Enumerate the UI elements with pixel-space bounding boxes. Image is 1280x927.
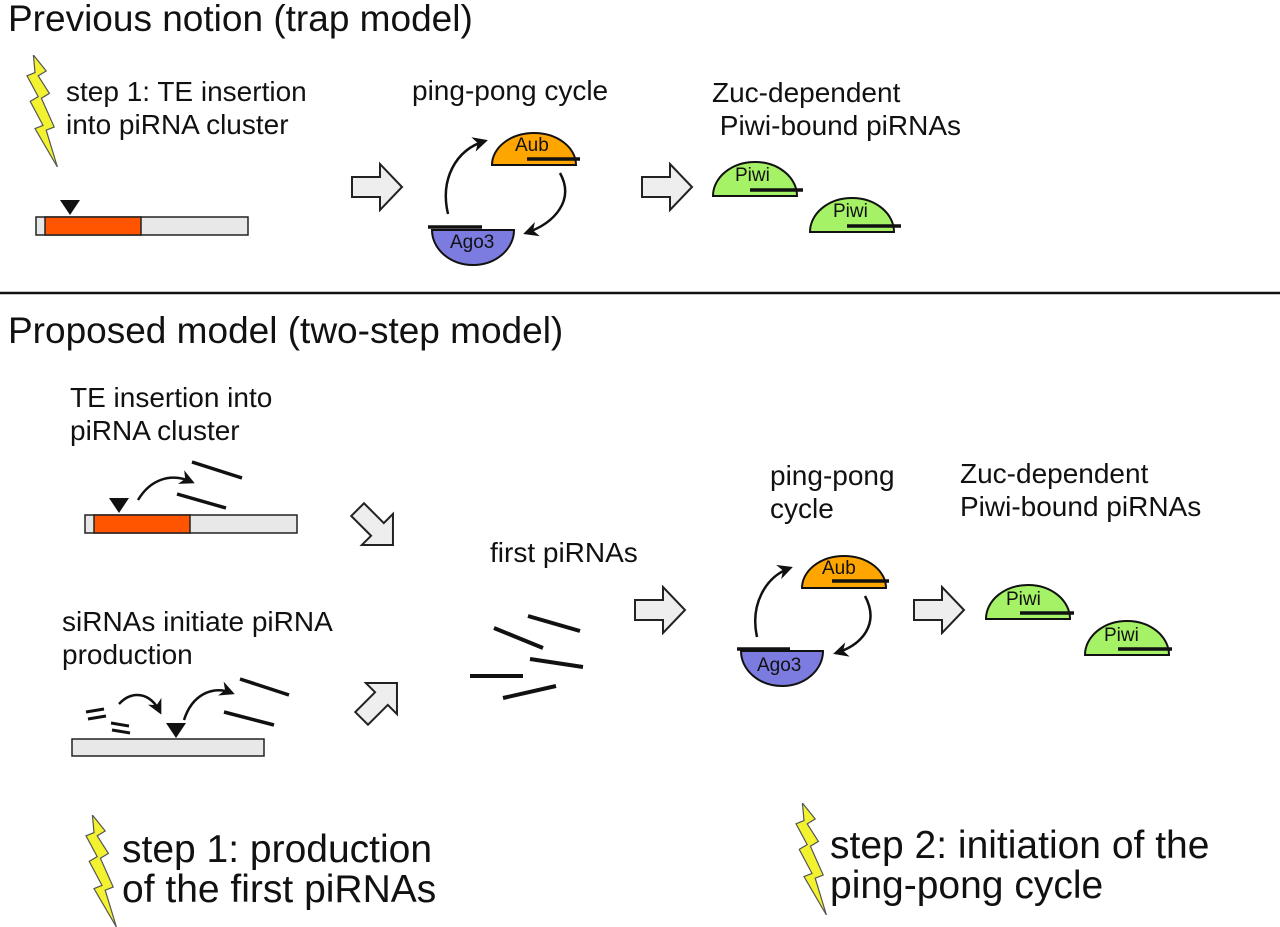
curved-arrow-icon [118, 693, 162, 715]
ago3-label: Ago3 [757, 655, 801, 676]
insertion-triangle-icon [60, 200, 80, 215]
cycle-arrow-icon [523, 172, 567, 237]
ago3-label: Ago3 [450, 232, 494, 253]
insertion-triangle-icon [166, 723, 186, 738]
aub-protein [490, 132, 580, 166]
ago3-protein [428, 225, 516, 266]
step1-label: step 1: production of the first piRNAs [122, 828, 437, 911]
first-pirnas-label: first piRNAs [490, 537, 638, 568]
curved-arrow-icon [182, 681, 235, 721]
pingpong-cycle-label: ping-pong cycle [770, 460, 895, 524]
lightning-bolt-icon [26, 55, 59, 167]
aub-label: Aub [822, 558, 856, 579]
ago3-protein [737, 647, 825, 687]
pirna-strand [191, 460, 243, 480]
piwi-label: Piwi [1104, 625, 1139, 646]
piwi-protein [808, 197, 901, 233]
zuc-dependent-label: Zuc-dependent Piwi-bound piRNAs [712, 77, 961, 141]
sirna-initiate-label: siRNAs initiate piRNA production [62, 606, 333, 670]
pingpong-cycle-label: ping-pong cycle [412, 75, 609, 106]
aub-protein [800, 555, 889, 589]
te-insertion-label: TE insertion into piRNA cluster [70, 382, 273, 446]
aub-label: Aub [515, 135, 549, 156]
insertion-triangle-icon [109, 498, 129, 513]
proposed-model-title: Proposed model (two-step model) [8, 310, 564, 351]
cycle-arrow-icon [754, 565, 793, 638]
block-arrow-icon [634, 586, 686, 634]
step1-trap-label: step 1: TE insertion into piRNA cluster [66, 76, 307, 140]
piwi-protein [984, 584, 1074, 620]
cycle-arrow-icon [444, 137, 488, 215]
zuc-dependent-label: Zuc-dependent Piwi-bound piRNAs [960, 458, 1202, 522]
sirna-strand [110, 721, 130, 728]
pirna-strand [223, 710, 275, 727]
pirna-strand [239, 677, 290, 697]
piwi-label: Piwi [1006, 589, 1041, 610]
pirna-strand [176, 492, 227, 510]
curved-arrow-icon [136, 470, 195, 501]
piwi-protein [1083, 620, 1172, 656]
step2-label: step 2: initiation of the ping-pong cycl… [830, 824, 1210, 907]
piwi-label: Piwi [833, 201, 868, 222]
lightning-bolt-icon [85, 815, 118, 927]
sirna-strand [87, 714, 107, 721]
block-arrow-icon [641, 163, 693, 211]
block-arrow-icon [913, 586, 965, 634]
first-pirnas-strands [470, 614, 584, 700]
block-arrow-icon [351, 163, 403, 211]
lightning-bolt-icon [795, 803, 828, 915]
piwi-protein [711, 161, 803, 197]
diagonal-arrow-down-icon [349, 501, 394, 546]
te-cluster-bar [84, 498, 298, 534]
cluster-bar [71, 723, 265, 757]
cycle-arrow-icon [833, 595, 872, 657]
previous-model-title: Previous notion (trap model) [8, 0, 473, 39]
sirna-strand [111, 728, 131, 735]
sirna-strand [85, 707, 105, 714]
diagonal-arrow-up-icon [353, 682, 398, 727]
piwi-label: Piwi [735, 165, 770, 186]
te-cluster-bar [35, 200, 249, 236]
